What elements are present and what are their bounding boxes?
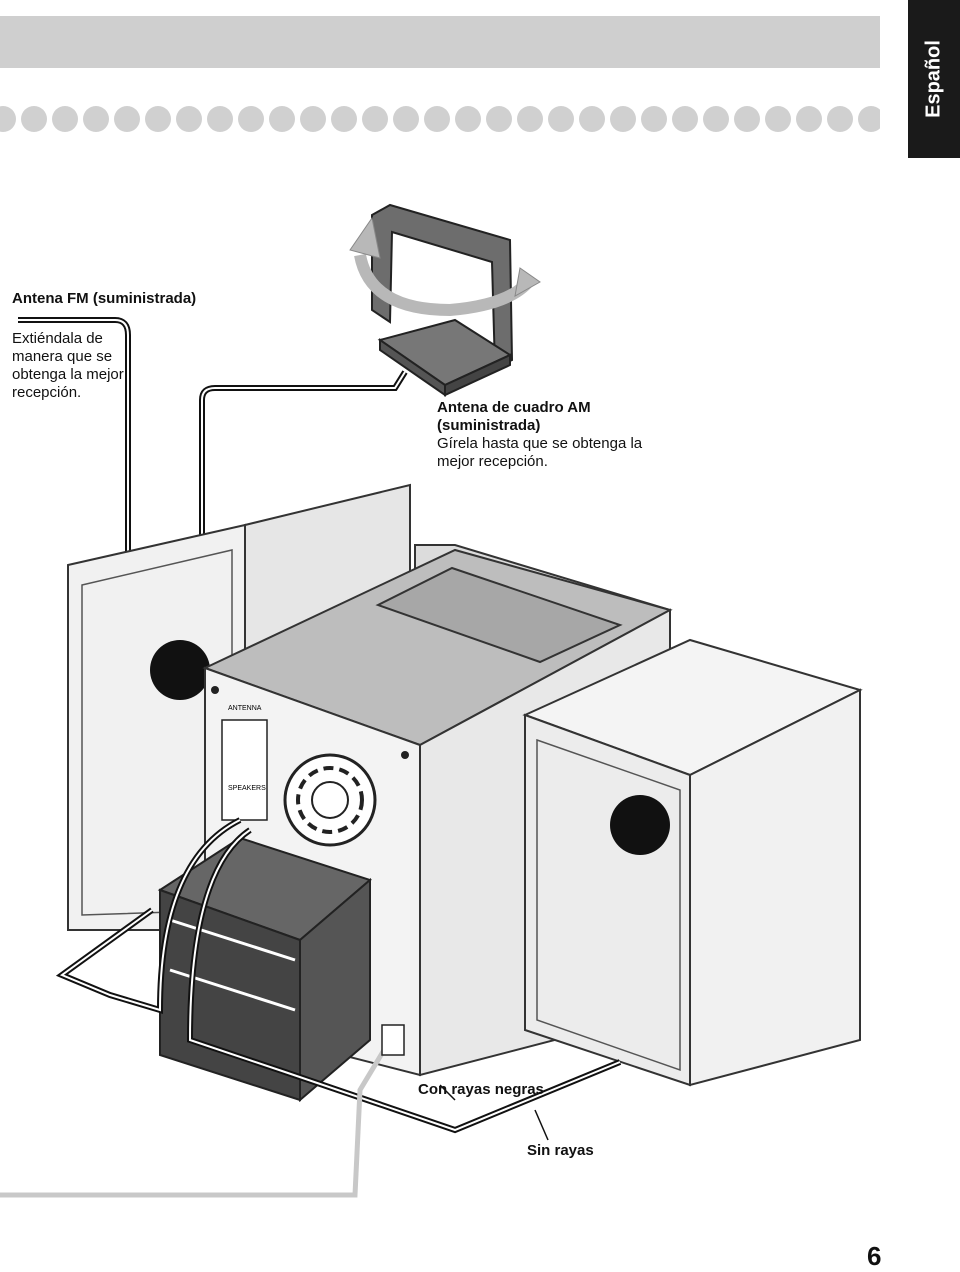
decorative-dot: [176, 106, 202, 132]
language-tab-label: Español: [922, 40, 945, 118]
right-speaker-port: [610, 795, 670, 855]
fm-antenna-caption: Antena FM (suministrada): [12, 290, 212, 308]
decorative-dot: [0, 106, 16, 132]
plain-wire-label: Sin rayas: [527, 1142, 594, 1159]
am-instruction-line: mejor recepción.: [437, 453, 548, 470]
am-antenna-caption: Antena de cuadro AM (suministrada) Gírel…: [437, 399, 697, 471]
decorative-dot-row: [0, 106, 880, 134]
connection-illustration: ANTENNA SPEAKERS: [0, 203, 863, 1198]
fm-antenna-title: Antena FM (suministrada): [12, 290, 197, 307]
decorative-dot: [52, 106, 78, 132]
antenna-panel-label: ANTENNA: [228, 705, 262, 712]
decorative-dot: [827, 106, 853, 132]
decorative-dot: [548, 106, 574, 132]
am-loop-antenna: [349, 203, 541, 397]
speakers-panel-label: SPEAKERS: [228, 785, 266, 792]
language-tab: Español: [908, 0, 960, 158]
decorative-dot: [703, 106, 729, 132]
decorative-dot: [393, 106, 419, 132]
decorative-dot: [610, 106, 636, 132]
decorative-dot: [641, 106, 667, 132]
decorative-dot: [672, 106, 698, 132]
decorative-dot: [145, 106, 171, 132]
right-speaker: [522, 638, 863, 1087]
decorative-dot: [362, 106, 388, 132]
decorative-dot: [517, 106, 543, 132]
decorative-dot: [579, 106, 605, 132]
striped-wire-label: Con rayas negras: [418, 1081, 544, 1098]
decorative-dot: [858, 106, 880, 132]
decorative-dot: [796, 106, 822, 132]
striped-pointer: [439, 1084, 456, 1101]
plain-pointer: [534, 1109, 549, 1141]
decorative-dot: [21, 106, 47, 132]
fm-antenna-instruction: Extiéndala de manera que se obtenga la m…: [12, 330, 142, 402]
decorative-dot: [765, 106, 791, 132]
fm-instruction-line: recepción.: [12, 384, 82, 401]
am-antenna-title: (suministrada): [437, 417, 541, 434]
decorative-dot: [269, 106, 295, 132]
am-instruction-line: Gírela hasta que se obtenga la: [437, 435, 643, 452]
power-cord: [0, 1038, 393, 1198]
header-bar: [0, 16, 880, 68]
ac-inlet: [381, 1024, 405, 1056]
left-speaker-port: [150, 640, 210, 700]
decorative-dot: [207, 106, 233, 132]
decorative-dot: [238, 106, 264, 132]
fm-instruction-line: Extiéndala de: [12, 330, 103, 347]
decorative-dot: [114, 106, 140, 132]
rear-terminal-panel: [221, 719, 268, 821]
am-antenna-title: Antena de cuadro AM: [437, 399, 591, 416]
decorative-dot: [83, 106, 109, 132]
decorative-dot: [486, 106, 512, 132]
fm-instruction-line: manera que se: [12, 348, 113, 365]
decorative-dot: [300, 106, 326, 132]
page-number: 6: [867, 1241, 882, 1271]
decorative-dot: [734, 106, 760, 132]
decorative-dot: [331, 106, 357, 132]
decorative-dot: [424, 106, 450, 132]
fm-instruction-line: obtenga la mejor: [12, 366, 124, 383]
decorative-dot: [455, 106, 481, 132]
